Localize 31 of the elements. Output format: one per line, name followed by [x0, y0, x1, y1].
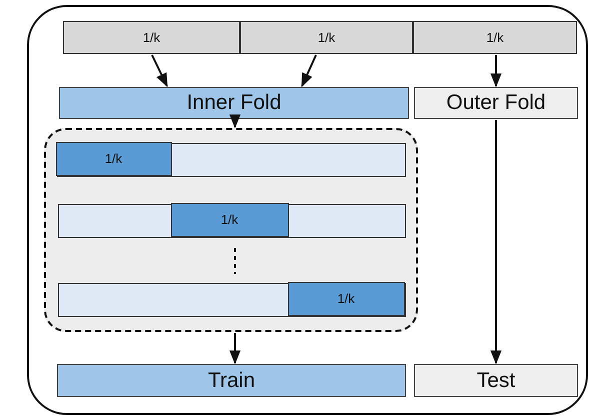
- validation-segment: [56, 142, 172, 176]
- box-label: 1/k: [220, 212, 238, 227]
- box-label: Outer Fold: [446, 91, 546, 115]
- arrow: [301, 54, 317, 88]
- test-box: [414, 364, 578, 397]
- validation-segment: [170, 202, 288, 236]
- outer-frame: [27, 5, 588, 415]
- inner-fold-box: [59, 87, 409, 119]
- train-box: [57, 364, 406, 397]
- box-label: 1/k: [318, 30, 336, 45]
- box-label: 1/k: [337, 291, 355, 306]
- box-label: 1/k: [142, 30, 160, 45]
- arrow: [229, 333, 241, 364]
- outer-fold-box: [414, 87, 578, 119]
- fold-bar: [58, 282, 406, 316]
- fold-bar: [58, 204, 406, 238]
- box-label: 1/k: [486, 30, 504, 45]
- box-label: 1/k: [104, 151, 122, 166]
- validation-segment: [288, 282, 404, 316]
- arrow: [490, 55, 502, 88]
- dashed-group: [44, 128, 418, 332]
- data-segment: [240, 21, 413, 54]
- arrow: [151, 54, 168, 88]
- data-segment: [413, 21, 577, 54]
- data-segment: [63, 21, 240, 54]
- box-label: Inner Fold: [186, 91, 282, 115]
- arrow: [229, 114, 241, 128]
- box-label: Train: [208, 368, 256, 392]
- fold-bar: [56, 142, 406, 176]
- arrow: [490, 120, 502, 364]
- box-label: Test: [476, 368, 516, 392]
